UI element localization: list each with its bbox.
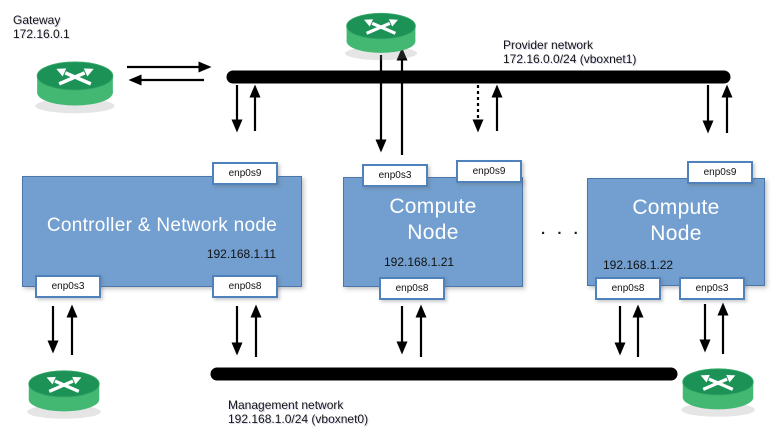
controller-network-node: Controller & Network node 192.168.1.11 xyxy=(22,176,302,287)
gateway-label: Gateway 172.16.0.1 xyxy=(13,13,70,42)
compute2-iface-enp0s8: enp0s8 xyxy=(595,277,661,300)
more-nodes-ellipsis: . . . xyxy=(541,221,582,238)
management-network-label: Management network 192.168.1.0/24 (vboxn… xyxy=(228,398,369,427)
ctrl-iface-enp0s9: enp0s9 xyxy=(212,162,278,185)
compute1-iface-enp0s3: enp0s3 xyxy=(362,164,428,187)
compute1-iface-enp0s8: enp0s8 xyxy=(379,277,445,300)
gateway-name: Gateway xyxy=(13,13,61,27)
provider-network-label: Provider network 172.16.0.0/24 (vboxnet1… xyxy=(503,38,637,67)
ctrl-iface-enp0s3: enp0s3 xyxy=(35,275,101,298)
compute2-iface-enp0s9: enp0s9 xyxy=(687,161,753,184)
compute-node-1: Compute Node 192.168.1.21 xyxy=(343,177,523,287)
management-network-subnet: 192.168.1.0/24 (vboxnet0) xyxy=(228,411,369,426)
compute-node-2-ip: 192.168.1.22 xyxy=(603,258,674,272)
ctrl-iface-enp0s8: enp0s8 xyxy=(212,275,278,298)
gateway-router-icon xyxy=(31,51,119,115)
compute-node-1-ip: 192.168.1.21 xyxy=(384,255,455,269)
gateway-ip: 172.16.0.1 xyxy=(13,26,70,41)
compute1-iface-enp0s9: enp0s9 xyxy=(456,160,522,183)
controller-node-ip: 192.168.1.11 xyxy=(206,247,276,261)
provider-network-name: Provider network xyxy=(503,38,594,52)
controller-node-title: Controller & Network node xyxy=(46,215,278,236)
management-router-left-icon xyxy=(23,361,105,420)
management-router-right-icon xyxy=(677,359,759,418)
compute-node-2-title: Compute Node xyxy=(632,196,720,245)
compute2-iface-enp0s3: enp0s3 xyxy=(679,277,745,300)
compute-node-2: Compute Node 192.168.1.22 xyxy=(587,178,765,286)
management-network-name: Management network xyxy=(228,398,344,412)
compute-node-1-title: Compute Node xyxy=(389,195,477,244)
provider-router-icon xyxy=(341,3,421,62)
provider-network-subnet: 172.16.0.0/24 (vboxnet1) xyxy=(503,51,637,66)
